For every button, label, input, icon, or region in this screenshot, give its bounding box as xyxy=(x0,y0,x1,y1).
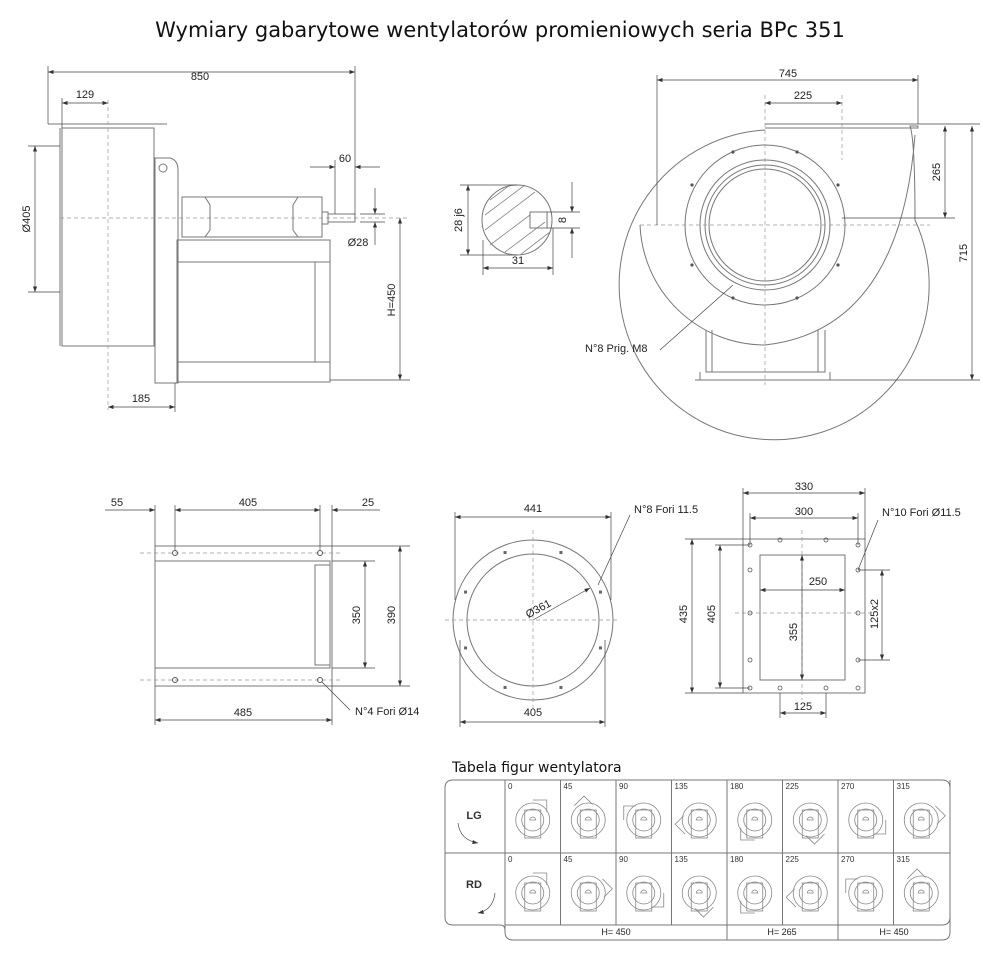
angle-label: 90 xyxy=(619,855,628,864)
dim-outlet-offset: 225 xyxy=(794,90,812,102)
fan-orientation-figure xyxy=(845,875,884,912)
dim-base-left: 55 xyxy=(111,497,123,509)
row-label-lg: LG xyxy=(466,810,481,822)
bolt-hole-icon xyxy=(464,646,468,650)
bolt-hole-icon xyxy=(559,551,563,555)
dim-flange-inner: 405 xyxy=(524,707,542,719)
angle-label: 270 xyxy=(841,855,855,864)
dim-inlet-diameter: Ø405 xyxy=(21,206,33,233)
angle-label: 45 xyxy=(564,855,573,864)
dim-outlet-pitch-bottom: 125 xyxy=(794,701,812,713)
fan-orientation-figure xyxy=(515,799,551,839)
dim-key-depth: 31 xyxy=(512,255,524,267)
fan-orientation-figure xyxy=(681,875,717,918)
dim-outlet-outer-height: 435 xyxy=(678,605,690,623)
shaft-section: 28 j6 31 8 xyxy=(453,182,580,275)
dim-shaft-section-diameter: 28 j6 xyxy=(453,208,465,232)
fan-orientation-figure xyxy=(785,875,828,912)
dim-outlet-holes-height: 405 xyxy=(706,605,718,623)
dim-base-right: 25 xyxy=(362,497,374,509)
bolt-hole-icon xyxy=(559,685,563,689)
note-mounting-holes: N°8 Prig. M8 xyxy=(585,343,647,355)
base-view: 55 405 25 350 390 485 N°4 Fori Ø14 xyxy=(105,497,419,725)
angle-label: 90 xyxy=(619,782,628,791)
page-title: Wymiary gabarytowe wentylatorów promieni… xyxy=(155,18,845,42)
note-outlet-holes: N°10 Fori Ø11.5 xyxy=(882,507,961,519)
bolt-hole-icon xyxy=(598,590,602,594)
dim-overall-length: 850 xyxy=(191,71,209,83)
dim-bolt-circle: Ø361 xyxy=(524,598,553,621)
angle-label: 315 xyxy=(897,782,911,791)
dim-base-inner: 350 xyxy=(351,606,363,624)
dim-base-holes: 405 xyxy=(239,497,257,509)
dim-flange-outer: 441 xyxy=(524,503,542,515)
figure-table: LG RD H= 450 H= 265 H= 450 0 0 45 45 90 90 135… xyxy=(444,779,951,941)
dim-front-width: 745 xyxy=(779,68,797,80)
fan-orientation-figure xyxy=(570,795,606,839)
fan-orientation-figure xyxy=(623,802,662,839)
angle-label: 0 xyxy=(508,855,513,864)
fan-orientation-figure xyxy=(903,868,939,912)
row-label-rd: RD xyxy=(466,879,482,891)
footer-height-2: H= 265 xyxy=(767,927,796,937)
angle-label: 135 xyxy=(675,782,689,791)
dim-base-length: 485 xyxy=(234,707,252,719)
footer-height-3: H= 450 xyxy=(879,927,908,937)
bolt-hole-icon xyxy=(598,646,602,650)
note-flange-holes: N°8 Fori 11.5 xyxy=(634,504,698,516)
dim-base-offset: 185 xyxy=(132,393,150,405)
dim-outlet-holes-width: 300 xyxy=(795,506,813,518)
angle-label: 180 xyxy=(730,782,744,791)
dim-shaft-length: 60 xyxy=(339,153,351,165)
dim-outlet-outer-width: 330 xyxy=(795,481,813,493)
dim-outlet-inner-width: 250 xyxy=(809,576,827,588)
fan-orientation-figure xyxy=(674,802,717,839)
dim-shaft-diameter: Ø28 xyxy=(348,237,369,249)
angle-label: 315 xyxy=(897,855,911,864)
dim-base-outer: 390 xyxy=(386,606,398,624)
angle-label: 270 xyxy=(841,782,855,791)
bolt-hole-icon xyxy=(503,551,507,555)
angle-label: 225 xyxy=(786,855,800,864)
angle-label: 0 xyxy=(508,782,513,791)
angle-label: 45 xyxy=(564,782,573,791)
dim-outlet-pitch: 125x2 xyxy=(869,599,881,629)
rotation-arrow-rd-icon xyxy=(477,892,496,914)
angle-label: 180 xyxy=(730,855,744,864)
dim-outlet-height: 265 xyxy=(931,163,943,181)
fan-orientation-figure xyxy=(515,872,551,912)
fan-orientation-figure xyxy=(792,802,828,845)
dim-total-height: 715 xyxy=(958,244,970,262)
inlet-flange-view: 441 Ø361 405 N°8 Fori 11.5 xyxy=(445,503,698,727)
angle-label: 135 xyxy=(675,855,689,864)
fan-orientation-figure xyxy=(848,802,887,839)
rotation-arrow-lg-icon xyxy=(457,822,479,845)
dim-key-width: 8 xyxy=(557,217,569,223)
bolt-hole-icon xyxy=(464,590,468,594)
outlet-flange-view: 330 300 250 355 405 435 125x2 125 N°10 F… xyxy=(678,481,961,718)
dim-inlet-offset: 129 xyxy=(76,89,94,101)
fan-orientation-figure xyxy=(737,875,773,914)
dim-outlet-inner-height: 355 xyxy=(788,623,800,641)
note-base-holes: N°4 Fori Ø14 xyxy=(355,706,419,718)
side-view: 850 129 60 Ø28 H=450 Ø405 185 xyxy=(21,66,410,412)
fan-orientation-figure xyxy=(737,802,773,841)
dim-height: H=450 xyxy=(386,284,398,317)
fan-orientation-figure xyxy=(626,875,665,912)
front-view: 745 225 265 715 N°8 Prig. M8 xyxy=(585,68,980,441)
footer-height-1: H= 450 xyxy=(601,927,630,937)
table-title: Tabela figur wentylatora xyxy=(452,760,622,776)
fan-orientation-figure xyxy=(903,802,946,839)
fan-orientation-figure xyxy=(570,875,613,912)
bolt-hole-icon xyxy=(503,685,507,689)
angle-label: 225 xyxy=(786,782,800,791)
